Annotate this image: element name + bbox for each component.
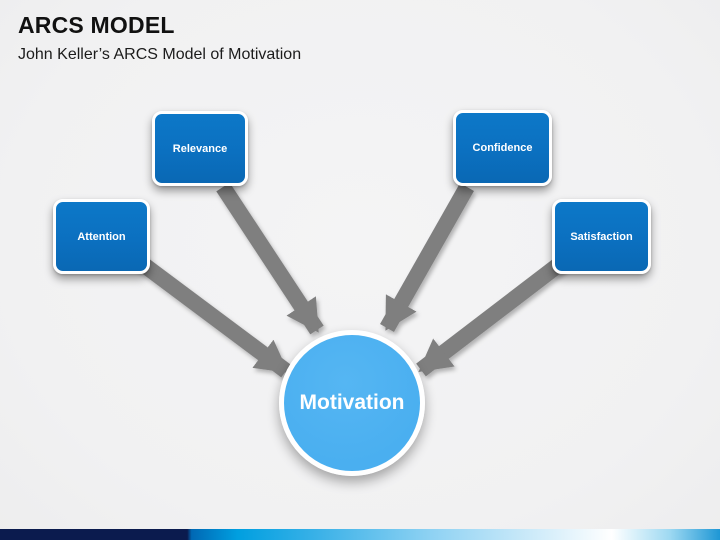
factor-box-attention: Attention — [53, 199, 150, 274]
motivation-label: Motivation — [299, 391, 405, 414]
footer-accent-bar — [0, 529, 720, 540]
factor-label-relevance: Relevance — [172, 142, 228, 155]
factor-label-attention: Attention — [77, 230, 126, 243]
factor-box-relevance: Relevance — [152, 111, 248, 186]
page-title: ARCS MODEL — [18, 12, 175, 38]
factor-label-confidence: Confidence — [472, 142, 533, 154]
motivation-circle: Motivation — [279, 330, 425, 476]
factor-label-satisfaction: Satisfaction — [570, 230, 633, 243]
factor-box-confidence: Confidence — [453, 110, 552, 186]
arrow-relevance-to-motivation-icon — [216, 182, 324, 335]
arrow-attention-to-motivation-icon — [135, 255, 291, 378]
slide-header: ARCS MODEL John Keller’s ARCS Model of M… — [18, 12, 658, 65]
arrow-confidence-to-motivation-icon — [380, 183, 474, 332]
page-subtitle: John Keller’s ARCS Model of Motivation — [18, 46, 302, 64]
factor-box-satisfaction: Satisfaction — [552, 199, 651, 274]
arrow-satisfaction-to-motivation-icon — [416, 256, 566, 377]
